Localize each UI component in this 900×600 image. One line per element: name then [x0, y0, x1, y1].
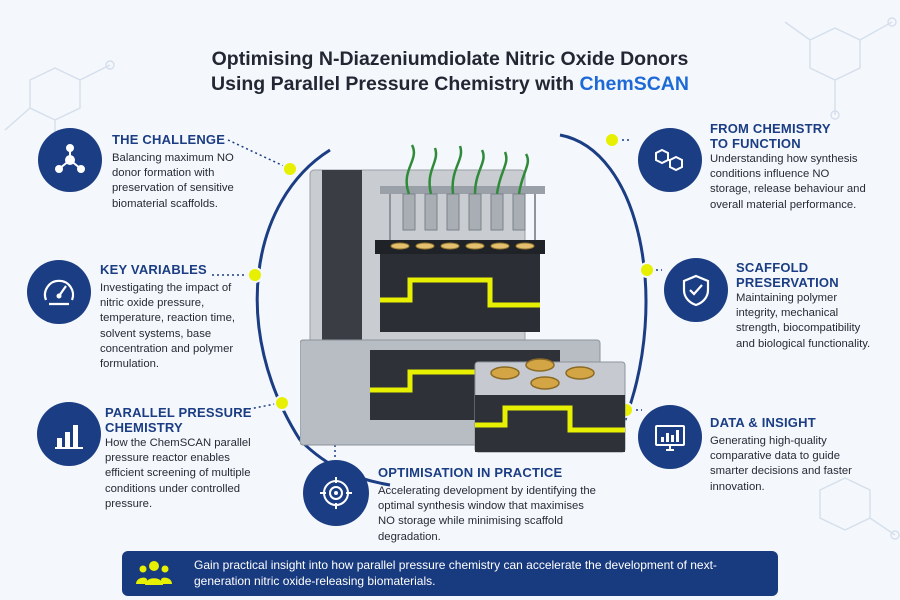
panel-chemistry-function: FROM CHEMISTRY TO FUNCTION Understanding… — [710, 122, 870, 213]
panel-scaffold: SCAFFOLD PRESERVATION Maintaining polyme… — [736, 261, 881, 352]
panel-key-variables: KEY VARIABLES Investigating the impact o… — [100, 263, 240, 372]
optimisation-title: OPTIMISATION IN PRACTICE — [378, 465, 563, 480]
connector-dot-key-variables — [249, 269, 261, 281]
optimisation-text: Accelerating development by identifying … — [378, 485, 596, 543]
data-insight-text: Generating high-quality comparative data… — [710, 435, 852, 493]
panel-parallel-pressure: PARALLEL PRESSURE CHEMISTRY How the Chem… — [105, 406, 255, 512]
panel-optimisation: OPTIMISATION IN PRACTICE Accelerating de… — [378, 466, 598, 545]
challenge-icon-badge — [38, 128, 102, 192]
panel-challenge: THE CHALLENGE Balancing maximum NO donor… — [112, 133, 242, 212]
monitor-chart-icon — [655, 425, 685, 451]
background-molecule-left — [4, 60, 115, 160]
key-variables-icon-badge — [27, 260, 91, 324]
page-title: Optimising N-Diazeniumdiolate Nitric Oxi… — [0, 47, 900, 97]
key-variables-text: Investigating the impact of nitric oxide… — [100, 282, 235, 371]
background-molecule-bottom-right — [819, 477, 900, 540]
scaffold-text: Maintaining polymer integrity, mechanica… — [736, 292, 871, 350]
chemistry-title-line-1: FROM CHEMISTRY — [710, 121, 831, 136]
panel-data-insight: DATA & INSIGHT Generating high-quality c… — [710, 416, 860, 495]
molecule-icon — [55, 144, 85, 173]
gauge-icon — [43, 279, 75, 306]
title-line-2-prefix: Using Parallel Pressure Chemistry with — [211, 73, 575, 95]
background-molecule-right — [784, 17, 897, 120]
footer-banner: Gain practical insight into how parallel… — [122, 551, 778, 596]
key-variables-title: KEY VARIABLES — [100, 262, 207, 277]
data-insight-icon-badge — [638, 405, 702, 469]
challenge-text: Balancing maximum NO donor formation wit… — [112, 152, 234, 210]
shield-check-icon — [682, 274, 710, 307]
chemistry-text: Understanding how synthesis conditions i… — [710, 153, 866, 211]
chemistry-function-icon-badge — [638, 128, 702, 192]
parallel-title-line-2: CHEMISTRY — [105, 420, 183, 435]
connector-dot-challenge — [284, 163, 296, 175]
connector-dot-chemistry — [606, 134, 618, 146]
connector-dot-parallel — [276, 397, 288, 409]
connector-dot-scaffold — [641, 264, 653, 276]
title-line-1: Optimising N-Diazeniumdiolate Nitric Oxi… — [211, 48, 689, 70]
parallel-title-line-1: PARALLEL PRESSURE — [105, 405, 252, 420]
parallel-text: How the ChemSCAN parallel pressure react… — [105, 437, 251, 510]
data-insight-title: DATA & INSIGHT — [710, 415, 816, 430]
challenge-title: THE CHALLENGE — [112, 132, 226, 147]
target-icon — [320, 477, 352, 509]
chemscan-reactor-illustration — [300, 144, 626, 453]
parallel-icon-badge — [37, 402, 101, 466]
title-brand: ChemSCAN — [579, 73, 689, 95]
bar-chart-icon — [55, 425, 83, 449]
scaffold-title-line-2: PRESERVATION — [736, 275, 839, 290]
optimisation-icon-badge — [303, 460, 369, 526]
people-group-icon — [136, 561, 172, 585]
footer-text: Gain practical insight into how parallel… — [194, 558, 717, 588]
title-line-2: Using Parallel Pressure Chemistry with C… — [0, 72, 900, 97]
chemistry-title-line-2: TO FUNCTION — [710, 136, 801, 151]
scaffold-icon-badge — [664, 258, 728, 322]
scaffold-title-line-1: SCAFFOLD — [736, 260, 809, 275]
hexagon-rings-icon — [655, 148, 683, 172]
